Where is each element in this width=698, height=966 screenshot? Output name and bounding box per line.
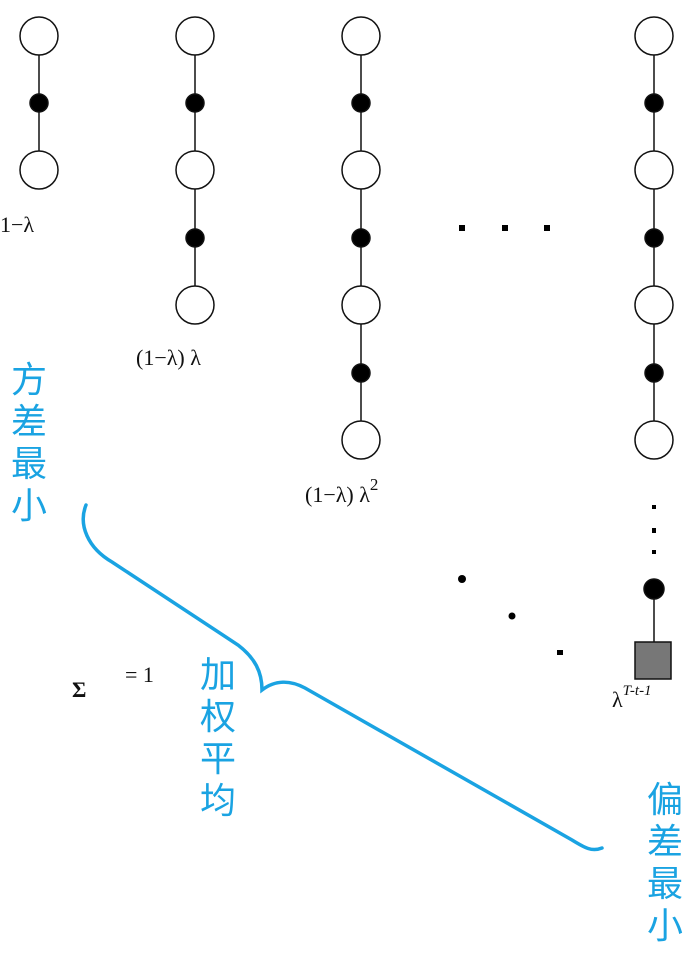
- char: 差: [10, 402, 47, 443]
- filled-node: [185, 228, 205, 248]
- filled-node: [643, 578, 665, 600]
- open-node: [341, 420, 381, 460]
- ellipsis-dot: [652, 528, 656, 533]
- diagonal-ellipsis: [458, 575, 563, 655]
- weight-label-4: λT-t-1: [612, 683, 652, 712]
- open-node: [175, 285, 215, 325]
- filled-node: [351, 93, 371, 113]
- open-node: [19, 16, 59, 56]
- open-node: [634, 150, 674, 190]
- ellipsis-dot: [652, 505, 656, 509]
- filled-node: [351, 363, 371, 383]
- weight-label-2: (1−λ) λ: [136, 345, 201, 370]
- weight-label-1: 1−λ: [0, 212, 34, 237]
- filled-node: [351, 228, 371, 248]
- chain-2: [175, 16, 215, 325]
- ellipsis-dot: [652, 550, 656, 554]
- variance-min-annotation: 方 差 最 小: [9, 360, 49, 528]
- sum-symbol: Σ: [72, 677, 86, 702]
- open-node: [175, 150, 215, 190]
- open-node: [341, 285, 381, 325]
- char: 最: [646, 864, 683, 905]
- char: 加: [199, 655, 236, 696]
- char: 平: [199, 739, 236, 780]
- open-node: [634, 420, 674, 460]
- filled-node: [185, 93, 205, 113]
- filled-node: [29, 93, 49, 113]
- filled-node: [644, 228, 664, 248]
- filled-node: [644, 363, 664, 383]
- char: 小: [10, 486, 47, 527]
- char: 最: [10, 444, 47, 485]
- chain-3: [341, 16, 381, 460]
- char: 偏: [646, 780, 683, 821]
- brace-annotation: [81, 503, 604, 852]
- char: 权: [199, 697, 236, 738]
- weighted-average-annotation: 加 权 平 均: [198, 655, 238, 823]
- horizontal-ellipsis: [459, 225, 550, 231]
- square-node: [634, 641, 672, 680]
- chain-4: [634, 16, 674, 680]
- bias-min-annotation: 偏 差 最 小: [645, 780, 685, 948]
- open-node: [634, 285, 674, 325]
- sum-equals-one: = 1: [125, 662, 154, 687]
- weight-label-3: (1−λ) λ2: [305, 475, 378, 507]
- open-node: [341, 16, 381, 56]
- char: 均: [199, 781, 236, 822]
- open-node: [341, 150, 381, 190]
- open-node: [19, 150, 59, 190]
- filled-node: [644, 93, 664, 113]
- char: 差: [646, 822, 683, 863]
- char: 小: [646, 906, 683, 947]
- chain-1: [19, 16, 59, 190]
- char: 方: [10, 360, 47, 401]
- open-node: [634, 16, 674, 56]
- open-node: [175, 16, 215, 56]
